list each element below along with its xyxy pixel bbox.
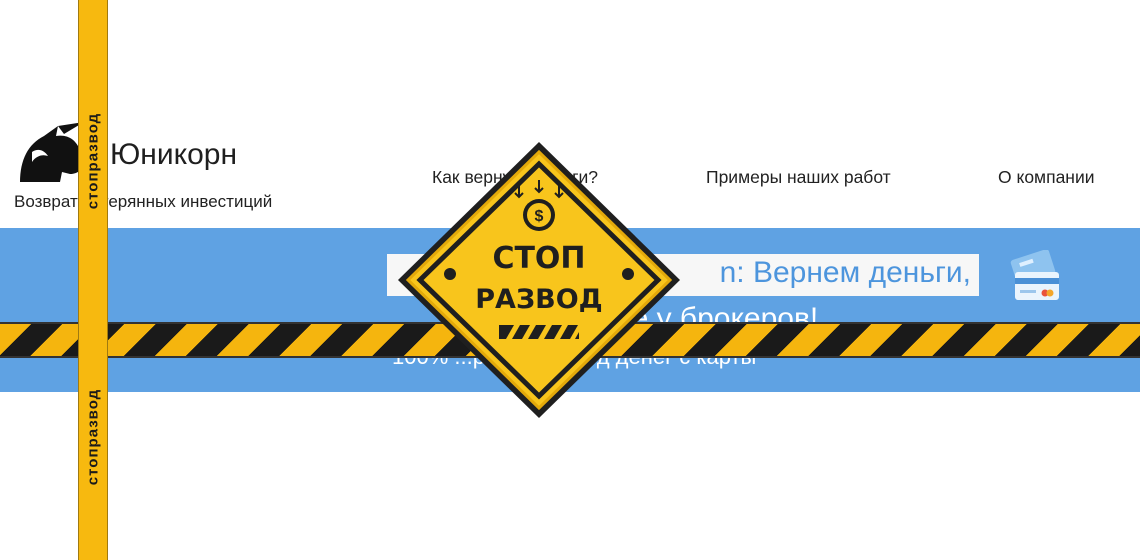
- sign-line-1: СТОП: [492, 241, 585, 276]
- svg-text:$: $: [535, 208, 544, 225]
- hero-title: n: Вернем деньги,: [719, 256, 971, 289]
- dollar-coin-icon: $: [514, 180, 564, 231]
- credit-card-icon: [1010, 250, 1059, 300]
- brand-logo[interactable]: Юникорн Возврат потерянных инвестиций: [14, 120, 314, 215]
- stop-scam-sign: $ СТОП РАЗВОД: [398, 142, 680, 418]
- vertical-warning-tape: стопразвод стопразвод: [78, 0, 108, 560]
- sign-line-2: РАЗВОД: [475, 284, 602, 315]
- unicorn-logo-icon: [20, 122, 90, 182]
- tape-label: стопразвод: [84, 388, 102, 486]
- tape-label: стопразвод: [84, 112, 102, 210]
- nav-our-work-examples[interactable]: Примеры наших работ: [706, 167, 891, 187]
- nav-about-company[interactable]: О компании: [998, 167, 1095, 187]
- brand-tagline: Возврат потерянных инвестиций: [14, 192, 273, 211]
- brand-name: Юникорн: [110, 138, 238, 171]
